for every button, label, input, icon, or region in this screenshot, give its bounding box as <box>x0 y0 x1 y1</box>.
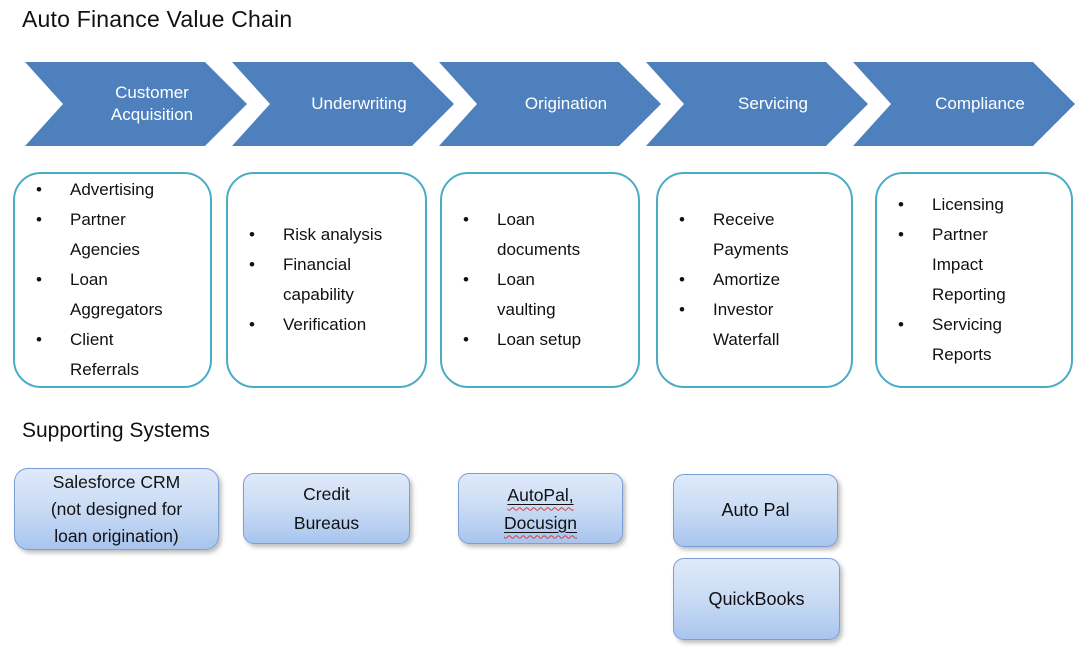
stage-box-customer-acquisition: AdvertisingPartnerAgenciesLoanAggregator… <box>13 172 212 388</box>
bullet-item: Amortize <box>658 265 851 295</box>
chevron-compliance: Compliance <box>853 62 1075 146</box>
chevron-servicing: Servicing <box>646 62 868 146</box>
text-line: Loan setup <box>497 330 582 349</box>
text-line: Credit <box>303 483 350 504</box>
text-line: QuickBooks <box>708 588 805 609</box>
stage-box-servicing: ReceivePaymentsAmortizeInvestorWaterfall <box>656 172 853 388</box>
bullet-item: Loan documents <box>442 205 638 265</box>
spellcheck-squiggle-text: Docusign <box>504 512 577 533</box>
bullet-item: Licensing <box>877 190 1071 220</box>
bullet-item: Risk analysis <box>228 220 425 250</box>
text-line: documents <box>497 240 581 259</box>
chevron-label: Servicing <box>738 94 808 113</box>
spellcheck-squiggle-text: AutoPal, <box>507 484 574 505</box>
stage-box-origination: LoandocumentsLoanvaultingLoan setup <box>440 172 640 388</box>
text-line: Licensing <box>932 195 1004 214</box>
chevron-label: Compliance <box>935 94 1025 113</box>
text-line: loan origination) <box>54 525 179 546</box>
text-line: Reports <box>932 345 992 364</box>
bullet-list: LicensingPartnerImpactReportingServicing… <box>877 190 1071 370</box>
text-line: Loan <box>70 270 108 289</box>
text-line: Loan <box>497 210 535 229</box>
page-title: Auto Finance Value Chain <box>22 6 293 32</box>
chevron-label: Customer Acquisition <box>110 83 194 124</box>
text-line: Aggregators <box>70 300 163 319</box>
chevron-label: Underwriting <box>311 94 407 113</box>
chevron-customer-acquisition: Customer Acquisition <box>25 62 247 146</box>
bullet-item: Financial capability <box>228 250 425 310</box>
text-line: (not designed for <box>50 498 183 519</box>
system-box-salesforce-crm: Salesforce CRM (not designed for loan orig… <box>14 468 219 550</box>
text-line: Investor <box>713 300 774 319</box>
text-line: AutoPal, <box>507 481 573 509</box>
system-box-auto-pal: Auto Pal <box>673 474 838 547</box>
system-box-quickbooks: QuickBooks <box>673 558 840 640</box>
text-line: Servicing <box>932 315 1002 334</box>
text-line: Docusign <box>504 509 577 537</box>
text-line: Verification <box>283 315 367 334</box>
bullet-item: Loan vaulting <box>442 265 638 325</box>
text-line: Waterfall <box>713 330 780 349</box>
text-line: Agencies <box>70 240 140 259</box>
bullet-list: ReceivePaymentsAmortizeInvestorWaterfall <box>658 205 851 355</box>
text-line: Bureaus <box>293 512 360 533</box>
stage-box-underwriting: Risk analysisFinancial capabilityVerifica… <box>226 172 427 388</box>
text-line: Auto Pal <box>721 500 790 520</box>
text-line: Risk analysis <box>283 225 383 244</box>
text-line: Partner <box>932 225 988 244</box>
text-line: Client <box>70 330 114 349</box>
text-line: Reporting <box>932 285 1006 304</box>
text-line: Partner <box>70 210 126 229</box>
bullet-item: Verification <box>228 310 425 340</box>
text-line: Amortize <box>713 270 781 289</box>
chevron-label: Origination <box>524 94 608 113</box>
text-line: Receive <box>713 210 775 229</box>
text-line: Loan <box>497 270 535 289</box>
bullet-list: Risk analysisFinancial capabilityVerifica… <box>228 220 425 340</box>
text-line: Financial <box>283 255 352 274</box>
supporting-systems-heading: Supporting Systems <box>22 419 210 442</box>
bullet-list: AdvertisingPartnerAgenciesLoanAggregator… <box>15 175 210 385</box>
chevron-origination: Origination <box>439 62 661 146</box>
bullet-item: Advertising <box>15 175 210 205</box>
chevron-underwriting: Underwriting <box>232 62 454 146</box>
text-line: Payments <box>713 240 789 259</box>
text-line: vaulting <box>497 300 556 319</box>
bullet-list: LoandocumentsLoanvaultingLoan setup <box>442 205 638 355</box>
text-line: Salesforce CRM <box>52 471 181 492</box>
text-line: capability <box>283 285 354 304</box>
bullet-item: Loan setup <box>442 325 638 355</box>
text-line: Impact <box>932 255 984 274</box>
text-line: Advertising <box>70 180 155 199</box>
stage-box-compliance: LicensingPartnerImpactReportingServicing… <box>875 172 1073 388</box>
system-box-autopal-docusign: AutoPal, Docusign <box>458 473 623 544</box>
text-line: Referrals <box>70 360 139 379</box>
